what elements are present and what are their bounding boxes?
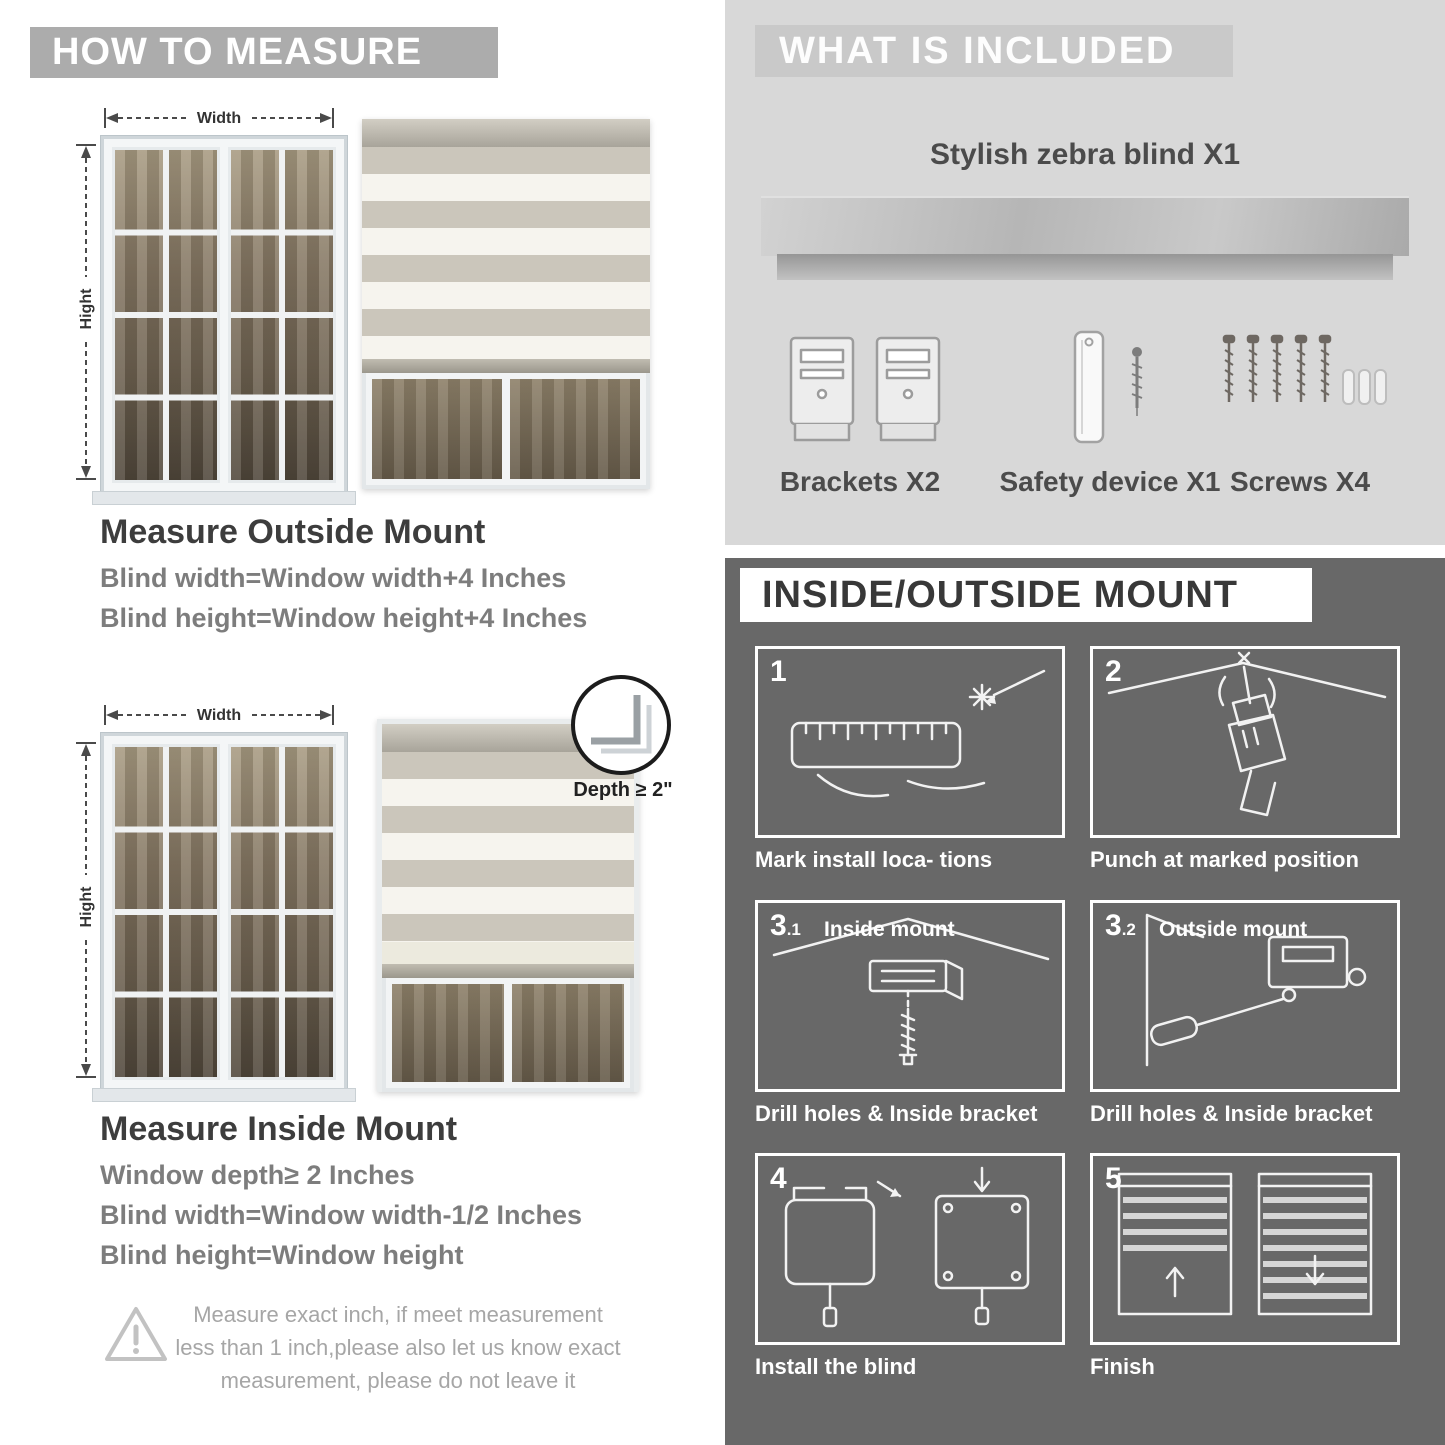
step-4: 4 Install the blind xyxy=(755,1153,1065,1380)
blind-bottom-rail xyxy=(382,964,634,978)
product-title: Stylish zebra blind X1 xyxy=(929,138,1241,171)
what-is-included-section: WHAT IS INCLUDED Stylish zebra blind X1 xyxy=(725,0,1445,545)
step-3-1: 3.1 Inside mount Drill holes & Inside br… xyxy=(755,900,1065,1127)
step-number: 3 xyxy=(770,909,787,942)
step-caption: Drill holes & Inside bracket xyxy=(755,1101,1038,1126)
depth-callout-label: Depth ≥ 2" xyxy=(573,779,673,801)
step-4-box: 4 xyxy=(755,1153,1065,1345)
blind-sheer-band xyxy=(382,942,634,964)
step-3-2-box: 3.2 Outside mount xyxy=(1090,900,1400,1092)
step-5-box: 5 xyxy=(1090,1153,1400,1345)
outside-bracket-illustration xyxy=(1145,913,1367,1067)
blind-stripes xyxy=(382,752,634,942)
outside-mount-line: Blind width=Window width+4 Inches xyxy=(100,563,567,593)
step-caption: Mark install loca- tions xyxy=(755,847,993,872)
height-arrow: Hight xyxy=(76,144,96,480)
included-item-label: Screws X4 xyxy=(1229,466,1371,497)
blind-headrail xyxy=(362,119,650,147)
headrail-valance xyxy=(777,254,1393,280)
outside-mount-title: Measure Outside Mount xyxy=(100,513,486,551)
inside-mount-title: Measure Inside Mount xyxy=(100,1110,458,1148)
step-mode-label: Inside mount xyxy=(824,918,955,941)
window-below-blind xyxy=(382,978,634,1092)
step-3-2: 3.2 Outside mount Drill holes & Inside b… xyxy=(1090,900,1400,1127)
inside-mount-line: Blind height=Window height xyxy=(100,1240,464,1270)
drill-illustration xyxy=(1107,651,1387,817)
frame-corner-icon xyxy=(591,695,652,754)
step-2: 2 Punch at marked position xyxy=(1090,646,1400,873)
window-sill xyxy=(92,491,356,505)
mount-header: INSIDE/OUTSIDE MOUNT xyxy=(740,568,1312,622)
install-blind-illustration xyxy=(784,1166,1030,1328)
headrail-illustration xyxy=(761,196,1409,256)
window-panes xyxy=(112,147,336,483)
blind-stripes xyxy=(362,147,650,359)
height-arrow-label: Hight xyxy=(78,886,95,928)
inside-mount-line: Blind width=Window width-1/2 Inches xyxy=(100,1200,583,1230)
window-illustration-outside xyxy=(92,136,356,505)
step-3-1-box: 3.1 Inside mount xyxy=(755,900,1065,1092)
safety-device-icon xyxy=(1073,330,1143,444)
zebra-blind-illustration-inside xyxy=(377,719,639,1092)
width-arrow: Width xyxy=(104,108,334,128)
step-5: 5 Finish xyxy=(1090,1153,1400,1380)
window-sash xyxy=(112,744,220,1080)
outside-mount-line: Blind height=Window height+4 Inches xyxy=(100,603,588,633)
included-item-label: Safety device X1 xyxy=(999,466,1221,497)
height-arrow-label: Hight xyxy=(78,288,95,330)
window-sash xyxy=(112,147,220,483)
warning-text: Measure exact inch, if meet measurement … xyxy=(175,1302,621,1393)
step-number: 1 xyxy=(770,655,787,688)
screws-icon xyxy=(1222,334,1387,405)
step-2-box: 2 xyxy=(1090,646,1400,838)
ruler-illustration xyxy=(790,669,1046,798)
width-arrow-label: Width xyxy=(197,707,241,724)
window-sill xyxy=(92,1088,356,1102)
window-illustration-inside xyxy=(92,733,356,1102)
step-1-box: 1 xyxy=(755,646,1065,838)
width-arrow: Width xyxy=(104,705,334,725)
step-number: 5 xyxy=(1105,1162,1122,1195)
how-to-measure-header: HOW TO MEASURE xyxy=(30,27,498,78)
window-panes xyxy=(112,744,336,1080)
inside-mount-line: Window depth≥ 2 Inches xyxy=(100,1160,415,1190)
step-number: 4 xyxy=(770,1162,787,1195)
zebra-blind-illustration-outside xyxy=(362,119,650,489)
height-arrow: Hight xyxy=(76,742,96,1078)
step-caption: Install the blind xyxy=(755,1354,917,1379)
finish-illustration xyxy=(1117,1172,1373,1316)
window-below-blind xyxy=(362,373,650,489)
included-item-label: Brackets X2 xyxy=(779,466,941,497)
inside-bracket-illustration xyxy=(772,917,1050,1066)
what-is-included-header: WHAT IS INCLUDED xyxy=(755,25,1233,77)
step-1: 1 Mark install loca- tions xyxy=(755,646,1065,873)
step-caption: Punch at marked position xyxy=(1090,847,1359,872)
step-mode-label: Outside mount xyxy=(1159,918,1308,941)
step-number: 2 xyxy=(1105,655,1122,688)
step-caption: Finish xyxy=(1090,1354,1155,1379)
blind-bottom-rail xyxy=(362,359,650,373)
width-arrow-label: Width xyxy=(197,110,241,127)
mount-instructions-section: INSIDE/OUTSIDE MOUNT 1 Mark install loca… xyxy=(725,558,1445,1445)
step-number: 3 xyxy=(1105,909,1122,942)
window-sash xyxy=(228,147,336,483)
window-sash xyxy=(228,744,336,1080)
depth-callout-circle xyxy=(571,675,671,775)
warning-icon xyxy=(105,1307,167,1361)
brackets-icon xyxy=(789,336,941,442)
step-caption: Drill holes & Inside bracket xyxy=(1090,1101,1373,1126)
